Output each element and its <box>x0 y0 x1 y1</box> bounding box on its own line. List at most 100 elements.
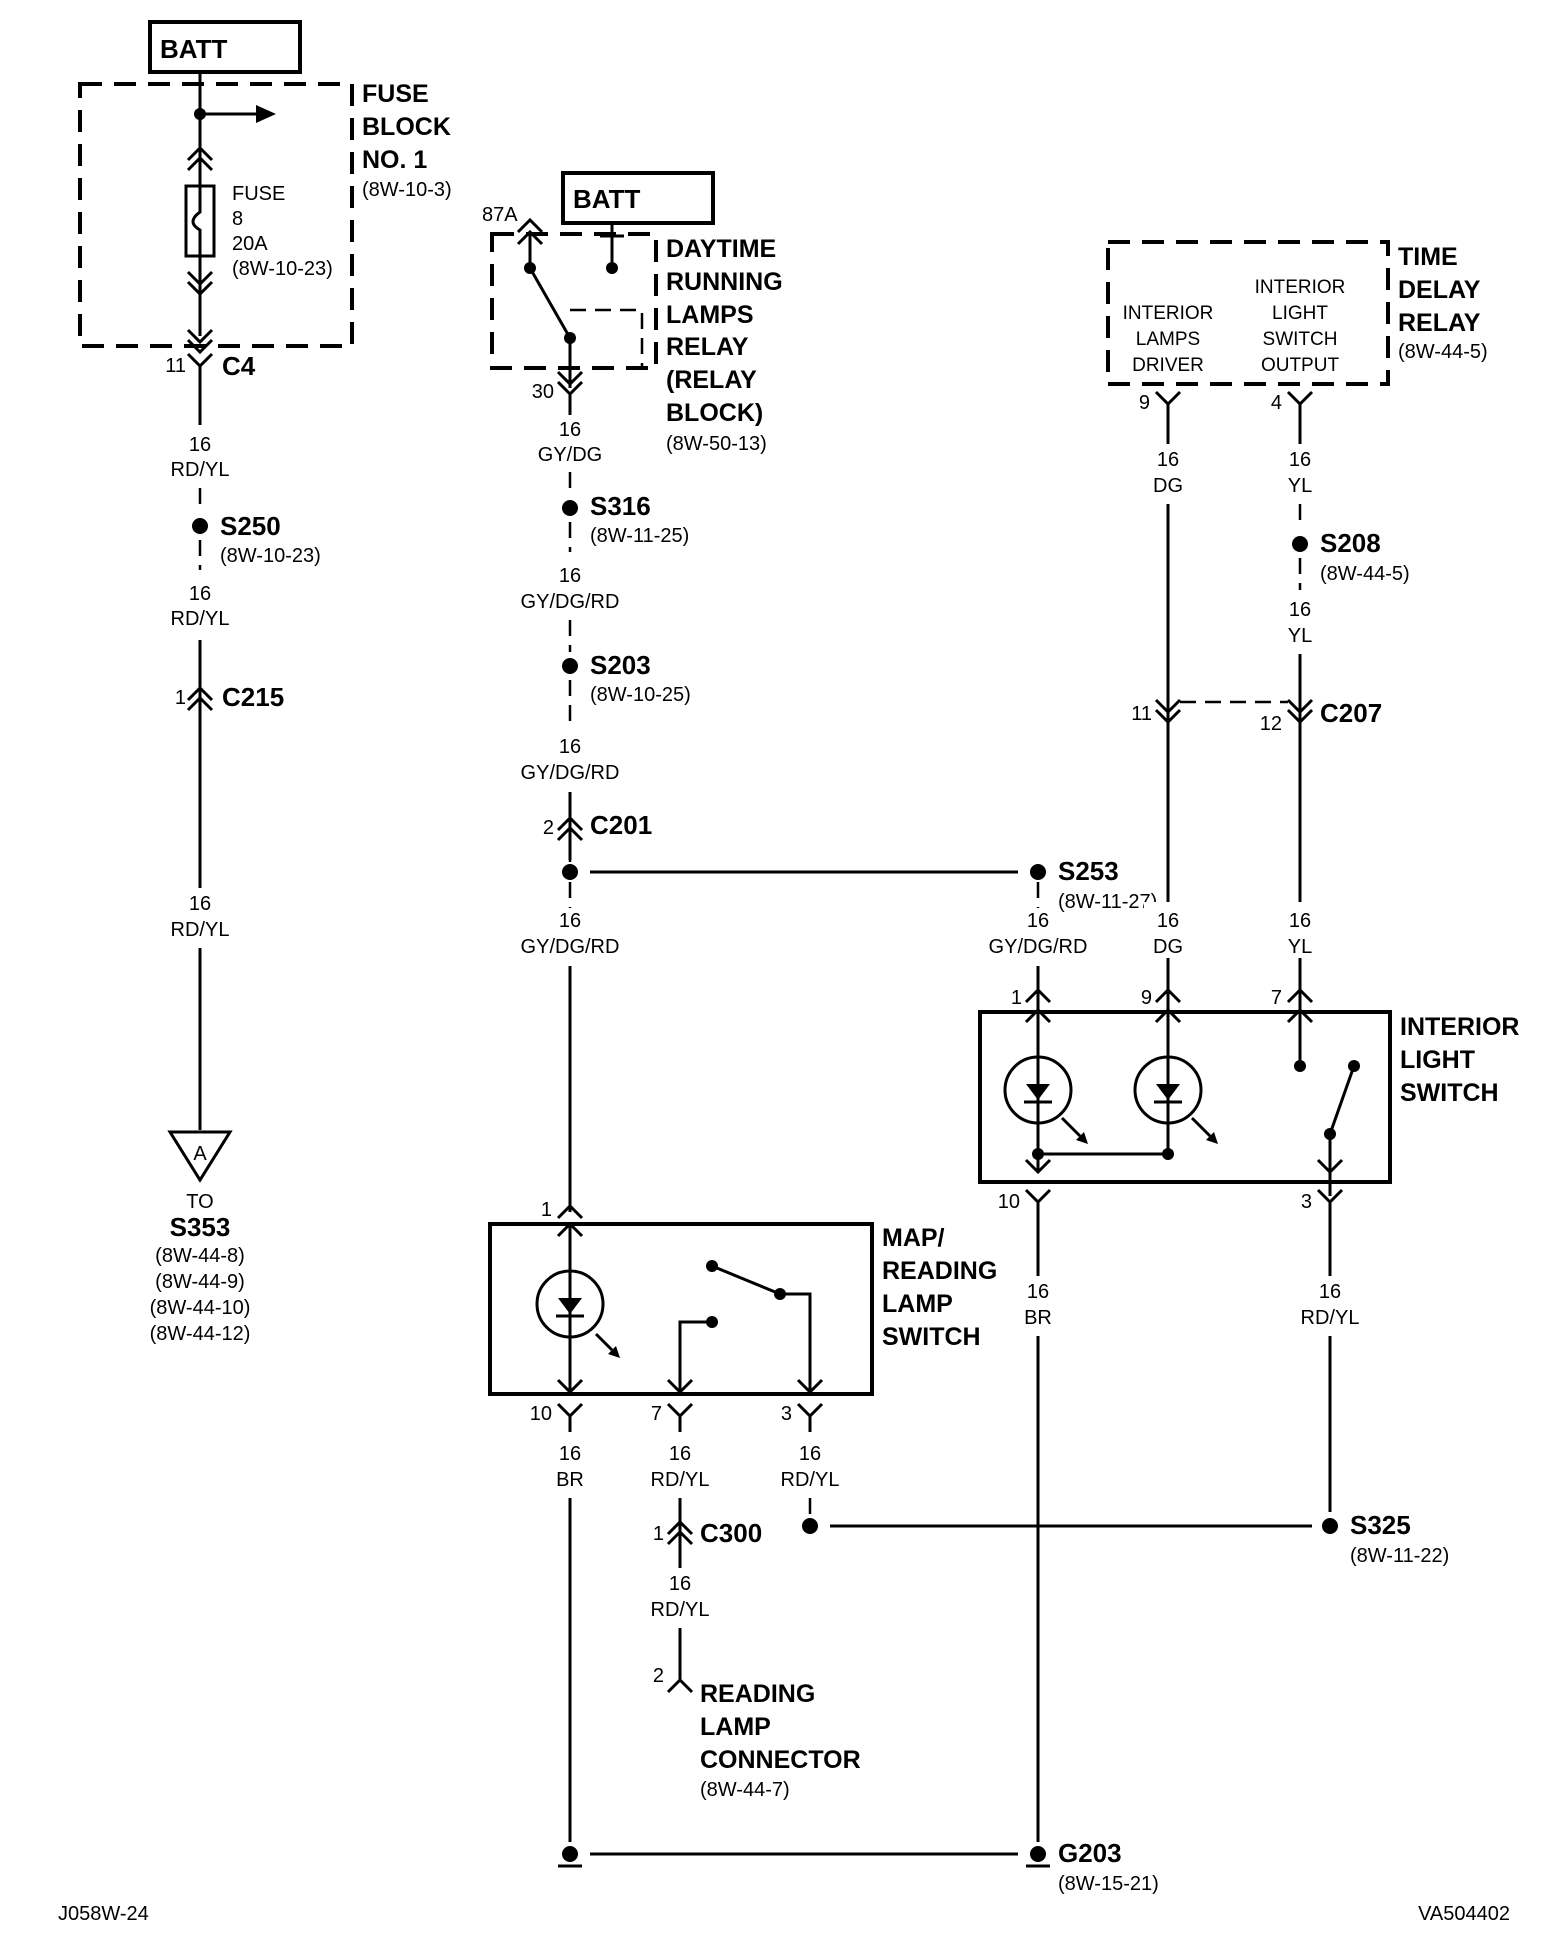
splice-s203-dot <box>562 658 578 674</box>
ground-name: G203 <box>1058 1838 1122 1868</box>
wire-color: RD/YL <box>1301 1307 1360 1329</box>
switch-contact <box>1328 1065 1356 1135</box>
splice-s325: S325 <box>1350 1510 1411 1540</box>
drl-title: DAYTIME <box>666 235 776 263</box>
splice-s250-ref: (8W-10-23) <box>220 545 321 567</box>
splice-s253-dot <box>1030 864 1046 880</box>
wire-gauge: 16 <box>1027 910 1049 932</box>
splice-s316-ref: (8W-11-25) <box>590 525 689 547</box>
c201-pin: 2 <box>543 817 554 839</box>
wire-gauge: 16 <box>1319 1281 1341 1303</box>
wire-color: GY/DG/RD <box>521 591 620 613</box>
fuse-ref: (8W-10-23) <box>232 258 333 280</box>
wire-color: BR <box>1024 1307 1052 1329</box>
wire-color: GY/DG <box>538 444 602 466</box>
batt-box-2 <box>561 171 715 225</box>
right-circuit: 16 DG 16 YL S208 (8W-44-5) 16 YL 11 12 C… <box>1131 404 1410 1000</box>
wire-gauge: 16 <box>1289 910 1311 932</box>
tdr-inner-right: INTERIOR <box>1255 277 1346 298</box>
ils-pin-10: 10 <box>998 1191 1020 1213</box>
wire-gauge: 16 <box>189 434 211 456</box>
c215-connector: C215 <box>222 682 284 712</box>
drl-relay: BATT 87A 30 DAYTIME RUNNING LAMPS RELAY … <box>482 171 783 455</box>
dest-ref: (8W-44-10) <box>150 1297 251 1319</box>
time-delay-relay-border <box>1106 240 1390 386</box>
fuse-label: FUSE <box>232 183 285 205</box>
wire-color: DG <box>1153 475 1183 497</box>
c4-pin: 11 <box>165 355 186 377</box>
off-page-connector-icon <box>167 1130 233 1183</box>
wire-gauge: 16 <box>1289 599 1311 621</box>
tdr-inner-left: DRIVER <box>1132 355 1204 376</box>
tdr-inner-right: LIGHT <box>1272 303 1328 324</box>
time-delay-relay: TIME DELAY RELAY (8W-44-5) INTERIOR LAMP… <box>1106 240 1488 414</box>
wire-gauge: 16 <box>799 1443 821 1465</box>
wire-gauge: 16 <box>189 583 211 605</box>
wire-gauge: 16 <box>1289 449 1311 471</box>
fuse-block-ref: (8W-10-3) <box>362 179 452 201</box>
c207-pin-12: 12 <box>1260 713 1282 735</box>
drl-title: LAMPS <box>666 301 754 329</box>
ils-pin-9: 9 <box>1141 987 1152 1009</box>
c207-pin-11: 11 <box>1131 703 1152 725</box>
drl-title: RELAY <box>666 333 749 361</box>
footer-left: J058W-24 <box>58 1903 149 1925</box>
ground-icon <box>1030 1846 1046 1862</box>
wire-gauge: 16 <box>1157 910 1179 932</box>
lamp-icon <box>1133 1055 1203 1125</box>
splice-s316-dot <box>562 500 578 516</box>
tdr-title: RELAY <box>1398 309 1481 337</box>
wire-color: RD/YL <box>781 1469 840 1491</box>
tdr-pin-9: 9 <box>1139 392 1150 414</box>
ils-pin-1: 1 <box>1011 987 1022 1009</box>
fuse-block-title-1: FUSE <box>362 80 429 108</box>
map-title: LAMP <box>882 1290 953 1318</box>
wire-gauge: 16 <box>1157 449 1179 471</box>
pin-87a: 87A <box>482 204 518 226</box>
tdr-title: DELAY <box>1398 276 1481 304</box>
splice-s250-dot <box>192 518 208 534</box>
pin-30: 30 <box>532 381 554 403</box>
map-pin-7: 7 <box>651 1403 662 1425</box>
dest-ref: (8W-44-12) <box>150 1323 251 1345</box>
ground-g203: G203 (8W-15-21) <box>558 1838 1159 1895</box>
map-switch-contact <box>711 1264 781 1296</box>
tdr-inner-left: LAMPS <box>1136 329 1200 350</box>
ils-pin-7: 7 <box>1271 987 1282 1009</box>
map-pin-10: 10 <box>530 1403 552 1425</box>
splice-s250: S250 <box>220 511 281 541</box>
tdr-inner-right: SWITCH <box>1263 329 1338 350</box>
dest-s353: S353 <box>170 1212 231 1242</box>
dest-ref: (8W-44-9) <box>155 1271 245 1293</box>
tdr-title: TIME <box>1398 243 1458 271</box>
tdr-inner-right: OUTPUT <box>1261 355 1340 376</box>
to-label: TO <box>186 1191 213 1213</box>
wire-color: RD/YL <box>651 1599 710 1621</box>
wire-color: BR <box>556 1469 584 1491</box>
splice-s325-dot <box>1322 1518 1338 1534</box>
drl-ref: (8W-50-13) <box>666 433 767 455</box>
wire-color: RD/YL <box>651 1469 710 1491</box>
relay-contact <box>528 267 572 339</box>
tdr-pin-4: 4 <box>1271 392 1282 414</box>
c300-pin: 1 <box>653 1523 664 1545</box>
footer-right: VA504402 <box>1418 1903 1510 1925</box>
lamp-icon <box>1003 1055 1073 1125</box>
wire-gauge: 16 <box>669 1443 691 1465</box>
c215-pin: 1 <box>175 687 186 709</box>
fuse-rating: 20A <box>232 233 268 255</box>
wire-color: YL <box>1288 475 1312 497</box>
ils-title: LIGHT <box>1400 1046 1475 1074</box>
wire-gauge: 16 <box>189 893 211 915</box>
splice-s208: S208 <box>1320 528 1381 558</box>
wire-gauge: 16 <box>1027 1281 1049 1303</box>
c300-connector: C300 <box>700 1518 762 1548</box>
center-circuit: 16 GY/DG S316 (8W-11-25) 16 GY/DG/RD S20… <box>521 394 1157 1212</box>
wire-gauge: 16 <box>559 1443 581 1465</box>
wire-color: RD/YL <box>171 459 230 481</box>
fuse-block-title-3: NO. 1 <box>362 146 427 174</box>
interior-light-switch-border <box>978 1010 1392 1184</box>
map-title: SWITCH <box>882 1323 981 1351</box>
splice-s203-ref: (8W-10-25) <box>590 684 691 706</box>
